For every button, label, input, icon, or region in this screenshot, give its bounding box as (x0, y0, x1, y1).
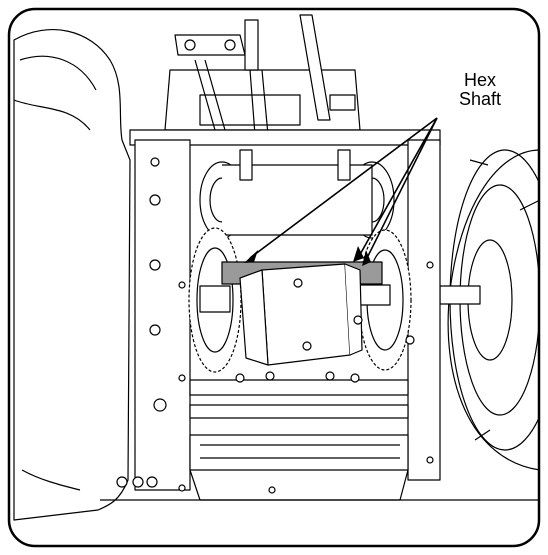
upper-gears (199, 149, 395, 239)
engine-block (164, 14, 361, 136)
bolts (116, 157, 434, 492)
left-housing (13, 29, 131, 521)
callout-label-shaft: Shaft (458, 89, 502, 109)
callout-leaders (249, 117, 438, 263)
gearbox-housing (239, 263, 363, 366)
wheel (439, 149, 539, 471)
sprockets (188, 227, 412, 373)
arrowheads (244, 246, 371, 266)
diagram-border (7, 7, 541, 548)
callout-label-hex: Hex (463, 70, 496, 90)
frame-rails (100, 129, 539, 501)
lower-bolts (235, 315, 415, 494)
